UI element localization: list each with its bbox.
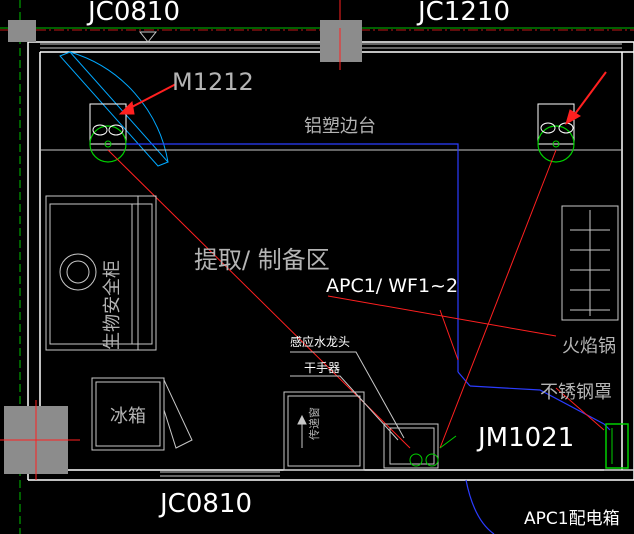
sink (383, 423, 457, 469)
fixture-lamp-right (537, 103, 575, 163)
pass-box (283, 391, 365, 471)
label-panel: APC1配电箱 (524, 509, 620, 529)
label-circuit: APC1/ WF1~2 (326, 275, 458, 297)
column-top-left (8, 20, 36, 42)
label-fridge: 冰箱 (110, 406, 146, 427)
column-top-mid (320, 20, 362, 62)
label-hand-dryer: 干手器 (304, 361, 340, 375)
label-window-top-right: JC1210 (416, 0, 510, 27)
label-stainless-cover: 不锈钢罩 (540, 382, 612, 403)
window-top-left (40, 31, 320, 49)
label-window-bottom: JC0810 (158, 489, 252, 519)
pointer-arrows (118, 71, 607, 126)
leader-lines (290, 351, 405, 441)
door-m1212 (59, 51, 169, 167)
label-pass-box: 传递窗 (307, 407, 321, 440)
window-top-right (362, 43, 622, 49)
label-window-top-left: JC0810 (86, 0, 180, 27)
label-door-m1212: M1212 (172, 68, 254, 96)
label-door-jm1021: JM1021 (476, 423, 574, 453)
label-bio-cabinet: 生物安全柜 (102, 260, 123, 350)
label-eyewash: 感应水龙头 (290, 334, 350, 349)
wiring-blue (126, 143, 611, 534)
label-fume-hood: 火焰锅 (562, 336, 616, 357)
label-counter: 铝塑边台 (304, 116, 376, 137)
window-bottom (160, 471, 280, 477)
label-room-area: 提取/ 制备区 (194, 246, 330, 274)
fume-hood (561, 205, 619, 321)
bio-safety-cabinet (45, 195, 157, 351)
fridge (91, 377, 193, 451)
panel-box (605, 423, 629, 469)
wiring-red (107, 149, 605, 449)
